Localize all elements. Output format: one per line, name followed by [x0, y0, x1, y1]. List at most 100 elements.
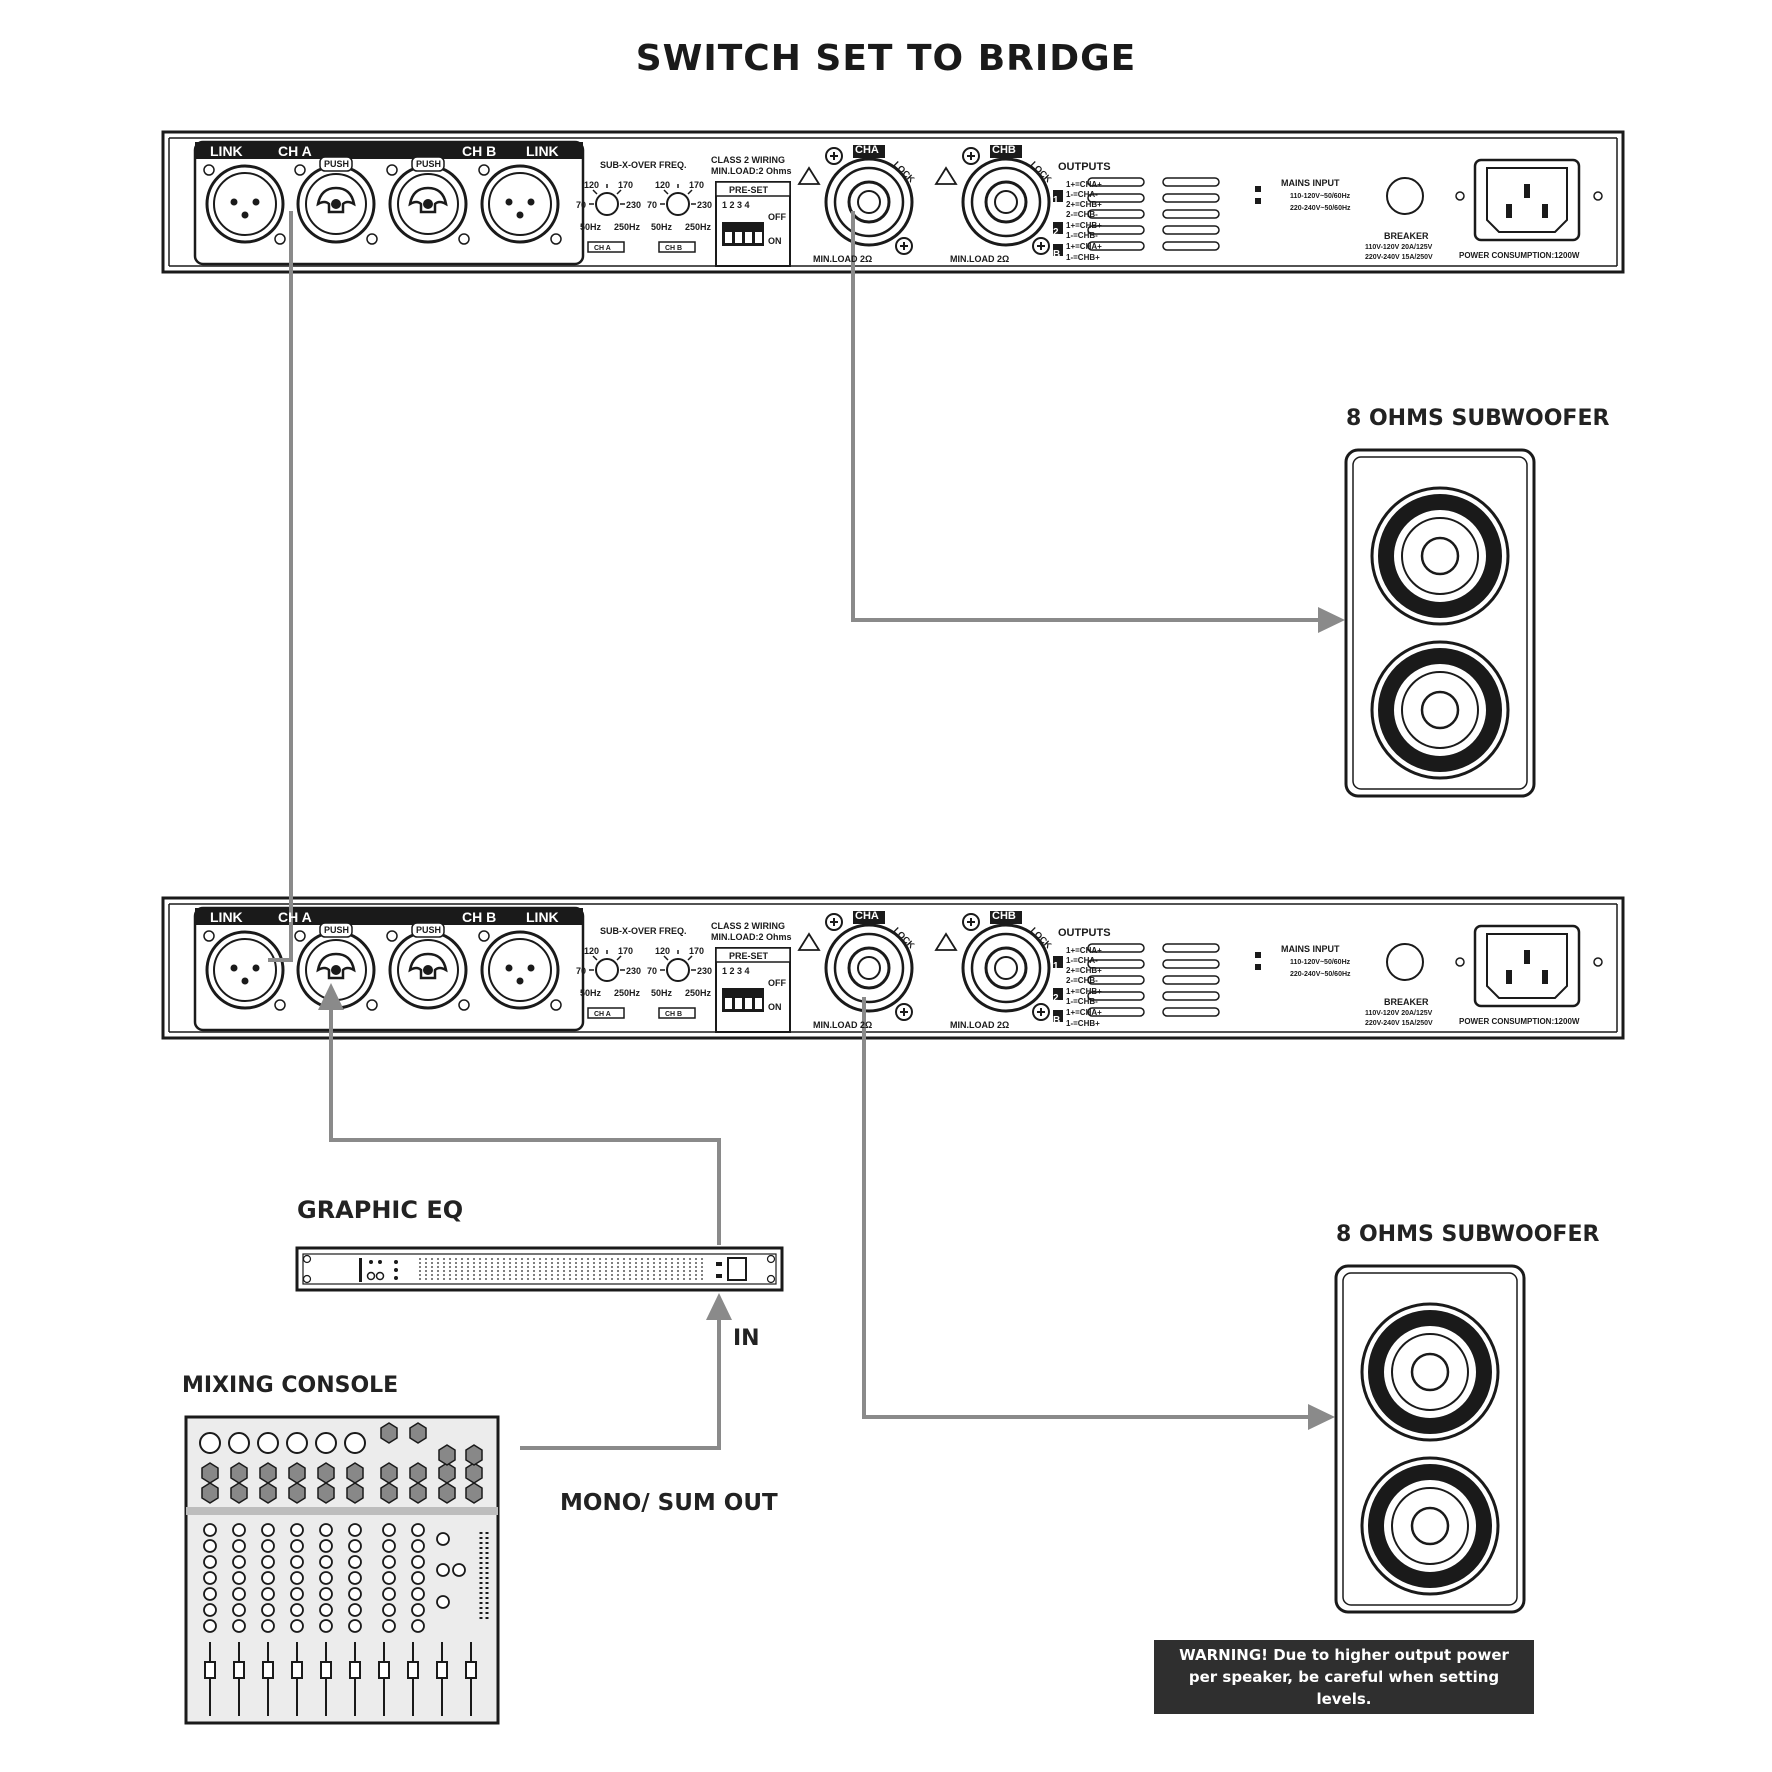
signal-cables — [268, 211, 1325, 1450]
subwoofer-top-label: 8 OHMS SUBWOOFER — [1346, 406, 1610, 431]
amp-top-link-right: LINK — [526, 143, 559, 159]
amp-top-minload-ohms: MIN.LOAD:2 Ohms — [711, 166, 792, 176]
diagram-title: SWITCH SET TO BRIDGE — [635, 38, 1137, 79]
amp-top-minload-a: MIN.LOAD 2Ω — [813, 254, 872, 264]
amp-bottom-link-left: LINK — [210, 909, 243, 925]
amp-top-out-line-0: 1+=CHA+ — [1066, 180, 1102, 189]
warning-box: WARNING! Due to higher output power per … — [1154, 1640, 1534, 1714]
amp-top-class2: CLASS 2 WIRING — [711, 155, 785, 165]
amp-bottom-power: POWER CONSUMPTION:1200W — [1459, 1017, 1580, 1026]
amp-top-knob-a-170: 170 — [618, 180, 633, 190]
amp-bottom-outputs: OUTPUTS — [1058, 927, 1111, 939]
amp-bottom-knob-b-230: 230 — [697, 966, 712, 976]
cable-top-amp-to-sub — [851, 211, 1325, 622]
amp-bottom-push-b: PUSH — [416, 925, 441, 935]
amp-bottom-knob-b-70: 70 — [647, 966, 657, 976]
amp-bottom-mains-2: 220-240V~50/60Hz — [1290, 971, 1351, 978]
graphic-eq-label: GRAPHIC EQ — [297, 1196, 464, 1224]
amp-bottom-knob-b-250: 250Hz — [685, 988, 712, 998]
amp-top-link-left: LINK — [210, 143, 243, 159]
cable-arrowheads — [318, 607, 1345, 1430]
amp-bottom-knob-a-70: 70 — [576, 966, 586, 976]
amp-bottom-xover-title: SUB-X-OVER FREQ. — [600, 926, 687, 936]
amp-bottom-cha-label: CH A — [278, 909, 312, 925]
amp-bottom-out-line-1: 1-=CHA- — [1066, 956, 1098, 965]
arrow-to-sub-bottom — [1308, 1404, 1335, 1430]
amp-top-knob-a-50: 50Hz — [580, 222, 602, 232]
link-cable — [268, 211, 293, 962]
amp-bottom-off: OFF — [768, 978, 786, 988]
arrow-to-sub-top — [1318, 607, 1345, 633]
amplifier-top — [161, 130, 1625, 274]
subwoofer-bottom — [1336, 1266, 1524, 1612]
eq-in-label: IN — [733, 1326, 760, 1351]
mixing-console-label: MIXING CONSOLE — [182, 1373, 399, 1398]
mixing-console — [184, 1415, 500, 1725]
amp-bottom-chb-tag: CH B — [665, 1011, 682, 1018]
amp-top-off: OFF — [768, 212, 786, 222]
amp-bottom-knob-a-120: 120 — [584, 946, 599, 956]
amp-bottom-badge-2: 2 — [1053, 993, 1059, 1004]
amp-bottom-dip-numbers: 1 2 3 4 — [722, 966, 750, 976]
amp-top-dip-numbers: 1 2 3 4 — [722, 200, 750, 210]
amp-top-knob-b-170: 170 — [689, 180, 704, 190]
amp-bottom-minload-b: MIN.LOAD 2Ω — [950, 1020, 1009, 1030]
amp-bottom-speakon-b-label: CHB — [992, 910, 1016, 922]
amp-top-chb-label: CH B — [462, 143, 496, 159]
amp-top-power: POWER CONSUMPTION:1200W — [1459, 251, 1580, 260]
amp-top-chb-tag: CH B — [665, 245, 682, 252]
amp-top-preset: PRE-SET — [729, 185, 769, 195]
amp-top-knob-a-120: 120 — [584, 180, 599, 190]
amp-bottom-link-right: LINK — [526, 909, 559, 925]
amp-top-on: ON — [768, 236, 782, 246]
warning-text: WARNING! Due to higher output power per … — [1179, 1646, 1509, 1708]
amp-top-knob-b-70: 70 — [647, 200, 657, 210]
amp-bottom-knob-b-120: 120 — [655, 946, 670, 956]
arrow-to-amp-input — [318, 983, 344, 1010]
graphic-eq-unit — [295, 1246, 784, 1292]
amp-top-breaker: BREAKER — [1384, 231, 1429, 241]
subwoofer-bottom-label: 8 OHMS SUBWOOFER — [1336, 1222, 1600, 1247]
amp-top-breaker-1: 110V-120V 20A/125V — [1365, 244, 1433, 251]
amp-bottom-speakon-a-label: CHA — [855, 910, 879, 922]
arrow-to-eq-in — [706, 1293, 732, 1320]
amp-bottom-out-line-7: 1-=CHB+ — [1066, 1019, 1100, 1028]
amp-top-xover-title: SUB-X-OVER FREQ. — [600, 160, 687, 170]
amp-bottom-knob-a-230: 230 — [626, 966, 641, 976]
amp-bottom-class2: CLASS 2 WIRING — [711, 921, 785, 931]
amp-top-breaker-2: 220V-240V 15A/250V — [1365, 254, 1433, 261]
amp-top-push-b: PUSH — [416, 159, 441, 169]
mono-sum-out-label: MONO/ SUM OUT — [560, 1490, 778, 1516]
amp-top-cha-label: CH A — [278, 143, 312, 159]
amp-top-mains-input: MAINS INPUT — [1281, 178, 1340, 188]
cable-eq-to-amp — [329, 1002, 721, 1245]
amp-top-cha-tag: CH A — [594, 245, 611, 252]
amp-top-knob-b-50: 50Hz — [651, 222, 673, 232]
amp-bottom-cha-tag: CH A — [594, 1011, 611, 1018]
amp-top-badge-1: 1 — [1053, 195, 1059, 206]
amp-bottom-knob-b-50: 50Hz — [651, 988, 673, 998]
amp-bottom-mains-input: MAINS INPUT — [1281, 944, 1340, 954]
amp-top-speakon-b-label: CHB — [992, 144, 1016, 156]
cable-console-to-eq — [520, 1320, 721, 1450]
amp-top-minload-b: MIN.LOAD 2Ω — [950, 254, 1009, 264]
amp-bottom-out-line-6: 1+=CHA+ — [1066, 1008, 1102, 1017]
cable-bottom-amp-to-sub — [862, 997, 1315, 1419]
amp-bottom-chb-label: CH B — [462, 909, 496, 925]
amp-top-knob-a-230: 230 — [626, 200, 641, 210]
amp-top-badge-2: 2 — [1053, 227, 1059, 238]
amp-top-out-line-5: 1-=CHB- — [1066, 231, 1098, 240]
amp-bottom-badge-b: B — [1053, 1015, 1060, 1026]
subwoofer-top — [1346, 450, 1534, 796]
amp-top-out-line-1: 1-=CHA- — [1066, 190, 1098, 199]
amp-bottom-minload-a: MIN.LOAD 2Ω — [813, 1020, 872, 1030]
amp-bottom-badge-1: 1 — [1053, 961, 1059, 972]
amp-top-push-a: PUSH — [324, 159, 349, 169]
amp-bottom-on: ON — [768, 1002, 782, 1012]
amp-bottom-out-line-4: 1+=CHB+ — [1066, 987, 1102, 996]
amplifier-bottom — [161, 896, 1625, 1040]
amp-bottom-minload-ohms: MIN.LOAD:2 Ohms — [711, 932, 792, 942]
amp-bottom-out-line-2: 2+=CHB+ — [1066, 966, 1102, 975]
amp-top-badge-b: B — [1053, 249, 1060, 260]
